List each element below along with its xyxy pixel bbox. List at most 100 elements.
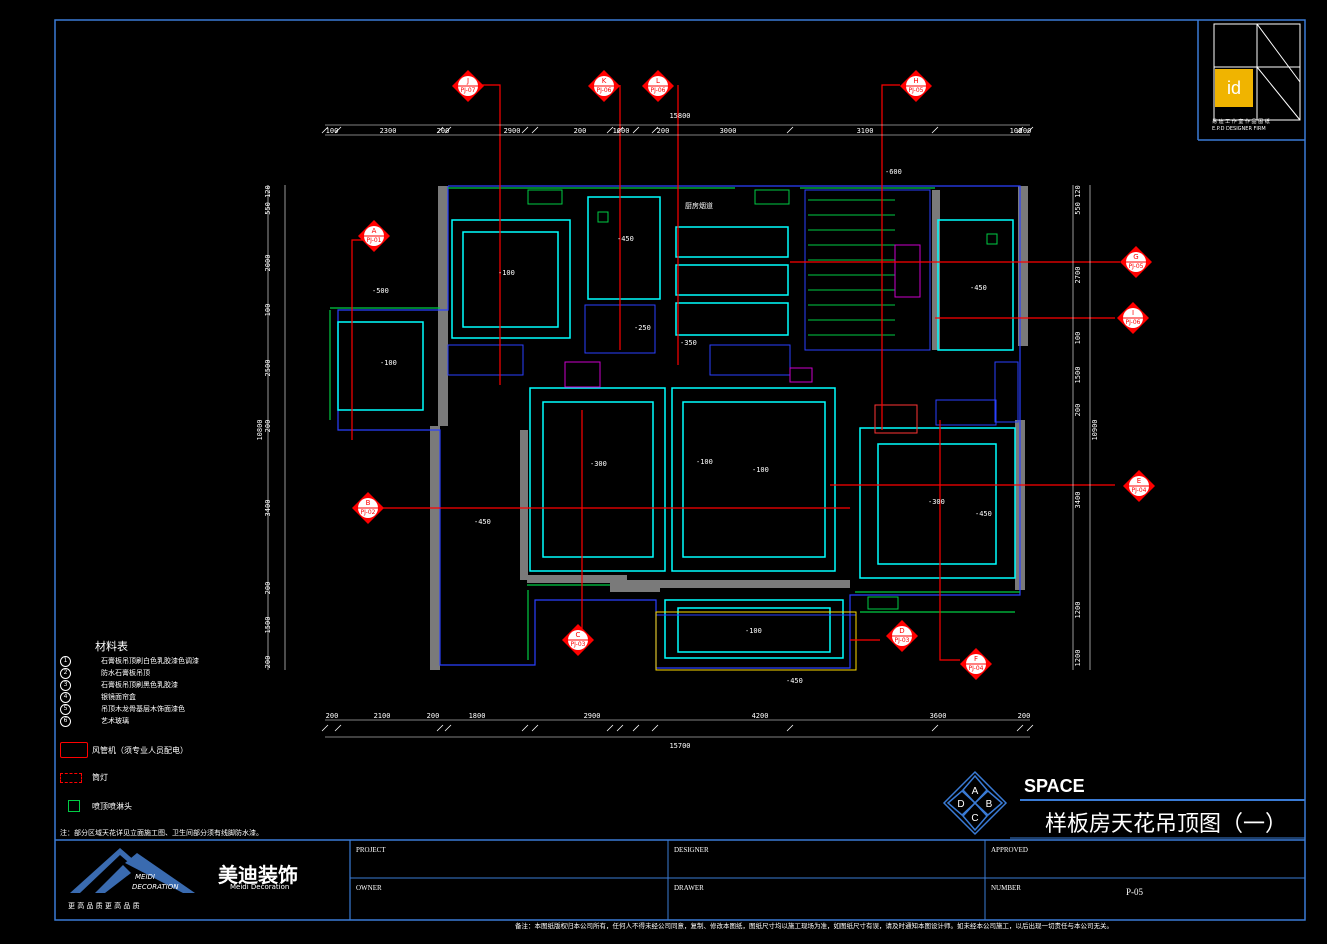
dim-right-total: 10900	[1091, 419, 1099, 440]
air-vents	[564, 244, 921, 388]
section-diamond-icon	[1120, 246, 1152, 278]
section-diamond-icon	[960, 648, 992, 680]
legend-title: 材料表	[95, 640, 128, 653]
dimension-tick	[521, 724, 529, 732]
title-space: SPACE	[1024, 776, 1085, 796]
dimension-label: 1600	[613, 127, 630, 135]
compass-a: A	[972, 786, 979, 797]
top-logo: id 易 迪 工 作 室 作 品 图 纸 E.P.D DESIGNER FIRM	[1212, 22, 1302, 137]
legend-number: 4	[60, 691, 71, 703]
legend-text: 艺术玻璃	[101, 717, 129, 725]
legend-symbol-label: 风管机（须专业人员配电）	[92, 745, 188, 755]
section-code: PJ-07	[460, 87, 476, 94]
dimension-label: 1200	[1074, 602, 1082, 619]
section-letter: B	[365, 499, 371, 507]
sprinkler-icons	[527, 189, 998, 610]
section-code: PJ-06	[596, 87, 612, 94]
logo-caption-en: E.P.D DESIGNER FIRM	[1212, 126, 1266, 132]
logo-id-badge: id	[1215, 69, 1253, 107]
legend-text: 吊顶木龙骨基层木饰面漆色	[101, 705, 185, 713]
legend-symbol-label: 筒灯	[92, 773, 108, 782]
legend-number: 6	[60, 715, 71, 727]
section-diamond-icon	[1123, 470, 1155, 502]
owner-label: OWNER	[356, 884, 382, 892]
designer-label: DESIGNER	[674, 846, 709, 854]
page-title: 样板房天花吊顶图（一）	[1045, 812, 1288, 837]
dimension-tick	[444, 126, 452, 134]
section-diamond-icon	[642, 70, 674, 102]
dimension-tick	[632, 126, 640, 134]
number-label: NUMBER	[991, 884, 1021, 892]
level-label: -450	[474, 518, 491, 526]
section-code: PJ-03	[894, 637, 910, 644]
section-diamond-icon	[900, 70, 932, 102]
section-diamond-icon	[1117, 302, 1149, 334]
section-code: PJ-04	[1131, 487, 1147, 494]
level-label: -450	[975, 510, 992, 518]
section-letter: K	[601, 77, 607, 85]
section-marker: K PJ-06	[587, 69, 621, 103]
dimension-label: 200	[264, 656, 272, 669]
legend-symbol-label: 喷顶喷淋头	[92, 801, 132, 811]
dimension-tick	[444, 724, 452, 732]
logo-id-glyph: id	[1226, 77, 1241, 98]
level-label: -100	[498, 269, 515, 277]
dimension-tick	[931, 126, 939, 134]
section-code: PJ-01	[366, 237, 382, 244]
level-label: -450	[786, 677, 803, 685]
sheet-number: P-05	[1126, 887, 1144, 897]
dimension-label: 100	[326, 127, 339, 135]
section-diamond-icon	[886, 620, 918, 652]
dimension-label: 100	[1010, 127, 1023, 135]
company-logo: 美迪装饰 MEIDI DECORATION Meidi Decoration 更…	[60, 843, 345, 918]
level-label: -100	[380, 359, 397, 367]
legend-number: 5	[60, 703, 71, 715]
legend-text: 防水石膏板吊顶	[101, 669, 150, 677]
level-label: -500	[372, 287, 389, 295]
section-marker: A PJ-01	[357, 219, 391, 253]
dimension-tick	[1016, 126, 1024, 134]
dim-top-total: 15800	[669, 112, 690, 120]
dimension-label: 3400	[264, 500, 272, 517]
section-diamond-icon	[352, 492, 384, 524]
section-letter: L	[656, 77, 660, 85]
brand-cn: 美迪装饰	[218, 863, 298, 887]
compass-c: C	[971, 813, 978, 824]
dimension-tick	[616, 126, 624, 134]
section-code: PJ-03	[570, 641, 586, 648]
section-diamond-icon	[562, 624, 594, 656]
sprinkler-icon	[68, 800, 80, 812]
level-label: -250	[634, 324, 651, 332]
slat-ceiling	[808, 199, 895, 336]
dimension-lines	[267, 124, 1091, 738]
section-lines	[351, 84, 1120, 661]
dimension-label: 2000	[264, 255, 272, 272]
bath-outline	[655, 611, 857, 671]
dimension-tick	[786, 724, 794, 732]
level-label: -350	[680, 339, 697, 347]
dimension-label: 200	[657, 127, 670, 135]
section-code: PJ-05	[1128, 263, 1144, 270]
section-code: PJ-06	[1125, 319, 1141, 326]
dimension-tick	[1026, 126, 1034, 134]
footer-note: 备注：本图纸版权归本公司所有，任何人不得未经公司同意，复制、修改本图纸，图纸尺寸…	[515, 922, 1113, 930]
dimension-tick	[651, 724, 659, 732]
section-letter: A	[371, 227, 377, 235]
level-labels: -100 -450 -100 -300 -100 -100 -300 -450 …	[372, 168, 992, 685]
dimension-tick	[321, 724, 329, 732]
dimension-label: 2900	[584, 712, 601, 720]
dimension-label: 1800	[469, 712, 486, 720]
dimension-label: 1500	[264, 617, 272, 634]
logo-lines-icon	[1213, 23, 1301, 121]
